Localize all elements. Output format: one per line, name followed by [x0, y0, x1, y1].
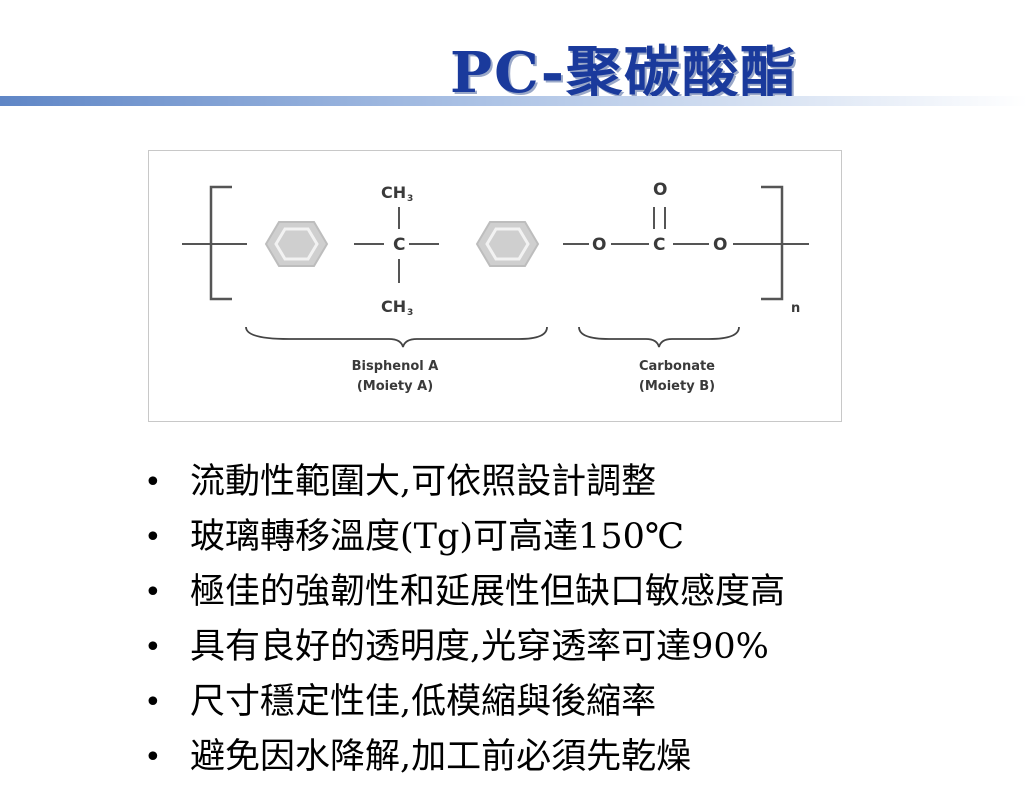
title-divider	[0, 96, 1028, 106]
moiety-a-name: Bisphenol A	[352, 359, 439, 374]
moiety-a-label: (Moiety A)	[357, 379, 433, 394]
moiety-a-brace	[245, 326, 548, 348]
list-item: •流動性範圍大,可依照設計調整	[138, 455, 785, 510]
list-item: •避免因水降解,加工前必須先乾燥	[138, 730, 785, 785]
list-item: •玻璃轉移溫度(Tg)可高達150℃	[138, 510, 785, 565]
list-item: •極佳的強韌性和延展性但缺口敏感度高	[138, 565, 785, 620]
bullet-dot: •	[144, 740, 162, 775]
ester-oxygen-right: O	[713, 235, 727, 255]
center-carbon: C	[393, 235, 405, 255]
right-bracket	[761, 185, 784, 301]
repeat-index: n	[791, 301, 800, 316]
feature-list: •流動性範圍大,可依照設計調整 •玻璃轉移溫度(Tg)可高達150℃ •極佳的強…	[138, 455, 785, 785]
ester-oxygen-left: O	[592, 235, 606, 255]
methyl-top: CH	[381, 183, 406, 202]
bullet-dot: •	[144, 630, 162, 665]
moiety-b-label: (Moiety B)	[639, 379, 715, 394]
bullet-dot: •	[144, 465, 162, 500]
svg-text:3: 3	[407, 308, 413, 318]
bullet-dot: •	[144, 575, 162, 610]
structure-diagram: C CH 3 CH 3 O C O O n Bisphenol A (Moiet…	[148, 150, 842, 422]
svg-text:3: 3	[407, 194, 413, 204]
left-bracket	[209, 185, 232, 301]
bullet-dot: •	[144, 685, 162, 720]
moiety-b-name: Carbonate	[639, 359, 715, 374]
slide-title: PC-聚碳酸酯	[450, 40, 798, 106]
list-item: •具有良好的透明度,光穿透率可達90%	[138, 620, 785, 675]
moiety-b-brace	[578, 326, 740, 348]
carbonyl-oxygen: O	[653, 180, 667, 200]
methyl-bottom: CH	[381, 297, 406, 316]
carbonate-carbon: C	[653, 235, 665, 255]
list-item: •尺寸穩定性佳,低模縮與後縮率	[138, 675, 785, 730]
bullet-dot: •	[144, 520, 162, 555]
